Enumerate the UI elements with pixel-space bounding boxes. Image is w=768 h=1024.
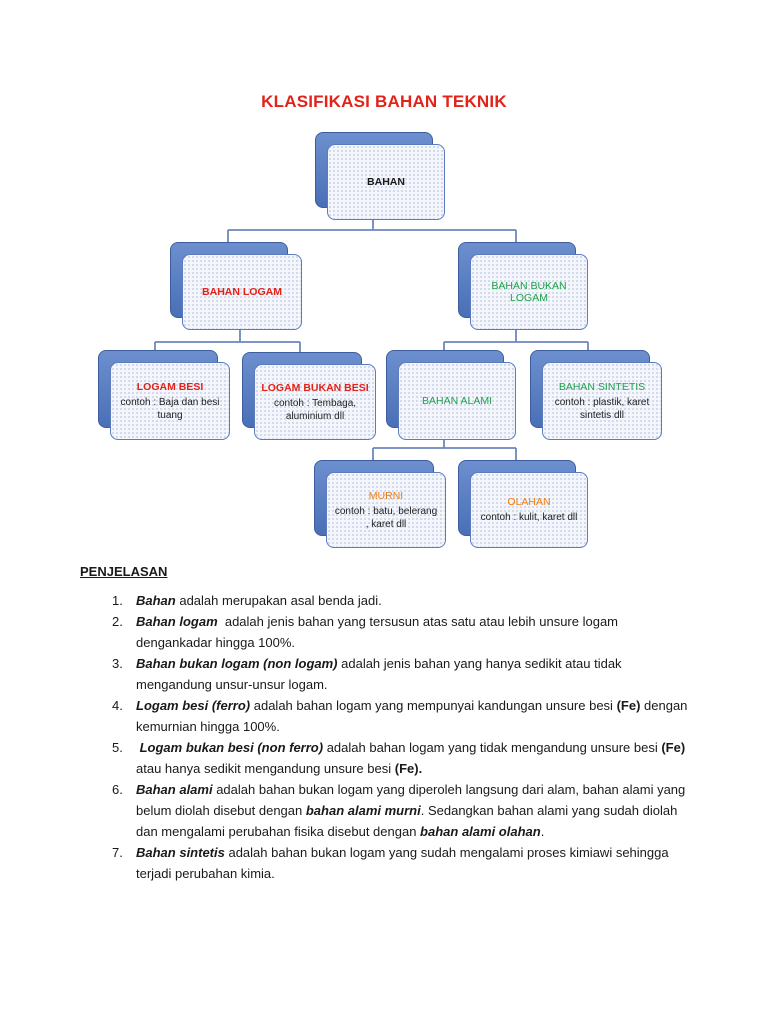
list-number: 2. [112, 614, 123, 629]
node-logam-besi: LOGAM BESI contoh : Baja dan besi tuang [98, 350, 230, 440]
list-number: 1. [112, 593, 123, 608]
list-item: 5. Logam bukan besi (non ferro) adalah b… [96, 737, 696, 779]
definition-cont: dengan kemurnian hingga 100%. [136, 698, 688, 734]
list-item: 1. Bahan adalah merupakan asal benda jadi… [96, 590, 696, 611]
node-olahan: OLAHAN contoh : kulit, karet dll [458, 460, 588, 548]
explanation-heading: PENJELASAN [80, 564, 168, 579]
list-number: 5. [112, 740, 123, 755]
node-bahan-sintetis: BAHAN SINTETIS contoh : plastik, karet s… [530, 350, 662, 440]
page-title: KLASIFIKASI BAHAN TEKNIK [261, 92, 507, 111]
definition-cont: atau hanya sedikit mengandung unsure bes… [136, 761, 395, 776]
node-murni-example: contoh : batu, belerang , karet dll [334, 505, 438, 530]
node-bahan-alami-label: BAHAN ALAMI [421, 395, 493, 407]
node-logam-besi-label: LOGAM BESI [136, 380, 204, 393]
explanation-list: 1. Bahan adalah merupakan asal benda jadi… [96, 590, 696, 884]
node-logam-bukan-besi-example: contoh : Tembaga, aluminium dll [273, 397, 357, 422]
term: Logam besi (ferro) [136, 698, 251, 713]
term-olahan: bahan alami olahan [420, 824, 541, 839]
definition: adalah bahan logam yang tidak mengandung… [323, 740, 662, 755]
term: Bahan sintetis [136, 845, 225, 860]
node-murni: MURNI contoh : batu, belerang , karet dl… [314, 460, 446, 548]
definition: adalah jenis bahan yang hanya sedikit at… [136, 656, 622, 692]
term: Logam bukan besi (non ferro) [136, 740, 324, 755]
definition: adalah bahan logam yang mempunyai kandun… [250, 698, 617, 713]
list-item: 3. Bahan bukan logam (non logam) adalah j… [96, 653, 696, 695]
period: . [540, 824, 545, 839]
node-bahan-logam-label: BAHAN LOGAM [202, 286, 282, 298]
list-number: 3. [112, 656, 123, 671]
term: Bahan bukan logam (non logam) [136, 656, 338, 671]
node-murni-label: MURNI [368, 489, 404, 502]
list-item: 2. Bahan logam adalah jenis bahan yang te… [96, 611, 696, 653]
node-logam-bukan-besi-label: LOGAM BUKAN BESI [261, 381, 369, 394]
list-item: 4. Logam besi (ferro) adalah bahan logam … [96, 695, 696, 737]
diagram-connectors [154, 218, 589, 461]
symbol-fe: (Fe) [661, 740, 686, 755]
list-item: 7. Bahan sintetis adalah bahan bukan loga… [96, 842, 696, 884]
definition: adalah merupakan asal benda jadi. [175, 593, 382, 608]
node-bahan: BAHAN [315, 132, 445, 220]
term: Bahan alami [136, 782, 213, 797]
node-logam-bukan-besi: LOGAM BUKAN BESI contoh : Tembaga, alumi… [242, 352, 376, 440]
node-bahan-bukan-logam: BAHAN BUKAN LOGAM [458, 242, 588, 330]
definition: adalah bahan bukan logam yang diperoleh … [136, 782, 686, 818]
symbol-fe: (Fe) [616, 698, 641, 713]
node-olahan-example: contoh : kulit, karet dll [480, 512, 578, 523]
definition: adalah jenis bahan yang tersusun atas sa… [136, 614, 622, 650]
term-murni: bahan alami murni [305, 803, 421, 818]
node-logam-besi-example: contoh : Baja dan besi tuang [120, 396, 220, 421]
list-number: 4. [112, 698, 123, 713]
definition-cont: . Sedangkan bahan alami yang sudah diola… [136, 803, 678, 839]
node-bahan-sintetis-example: contoh : plastik, karet sintetis dll [554, 396, 650, 421]
list-number: 7. [112, 845, 123, 860]
node-bahan-sintetis-label: BAHAN SINTETIS [558, 380, 646, 393]
node-bahan-alami: BAHAN ALAMI [386, 350, 516, 440]
node-bahan-label: BAHAN [367, 176, 405, 188]
list-item: 6. Bahan alami adalah bahan bukan logam y… [96, 779, 696, 842]
term: Bahan [136, 593, 176, 608]
term: Bahan logam [136, 614, 218, 629]
list-number: 6. [112, 782, 123, 797]
node-bahan-logam: BAHAN LOGAM [170, 242, 302, 330]
symbol-fe: (Fe). [394, 761, 423, 776]
node-olahan-label: OLAHAN [507, 496, 551, 508]
node-bahan-bukan-logam-label: BAHAN BUKAN LOGAM [491, 280, 567, 304]
definition: adalah bahan bukan logam yang sudah meng… [136, 845, 669, 881]
